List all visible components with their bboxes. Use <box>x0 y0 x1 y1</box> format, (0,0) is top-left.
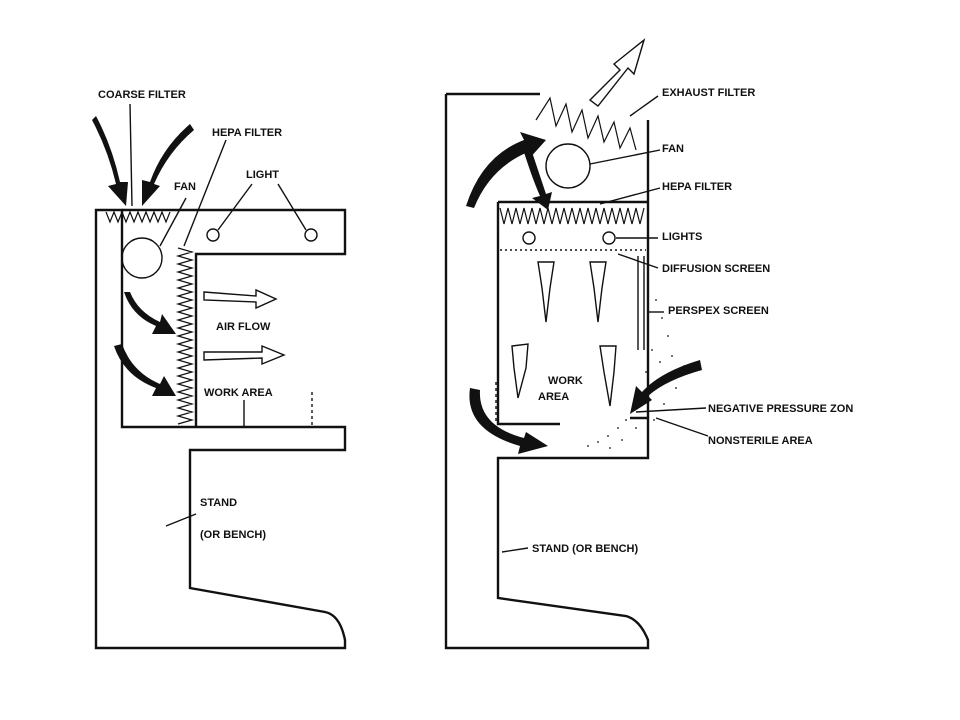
left-inner-arrow-2 <box>114 344 176 396</box>
left-light-leader-1 <box>217 183 253 231</box>
right-light-2 <box>602 231 616 245</box>
right-cabinet <box>444 38 709 650</box>
right-stand-leader <box>501 547 529 553</box>
right-label-hepa-filter: HEPA FILTER <box>662 181 732 193</box>
right-recirc-arrow-bottom <box>469 388 548 454</box>
left-light-2 <box>304 228 318 242</box>
right-hepa-filter <box>499 207 645 225</box>
right-label-lights: LIGHTS <box>662 231 702 243</box>
right-label-stand: STAND (OR BENCH) <box>532 543 638 555</box>
right-label-perspex-screen: PERSPEX SCREEN <box>668 305 769 317</box>
left-inflow-arrow-2 <box>142 124 194 206</box>
right-negative-leader <box>635 407 707 413</box>
left-light-leader-2 <box>277 183 307 231</box>
right-exhaust-leader <box>629 95 659 117</box>
left-fan-leader <box>159 197 187 247</box>
right-cabinet-outline <box>444 92 650 650</box>
right-down-arrow-3 <box>511 343 529 399</box>
right-diffusion-leader <box>617 253 659 269</box>
left-inflow-arrow-1 <box>92 116 128 206</box>
left-label-air-flow: AIR FLOW <box>216 321 271 333</box>
left-hepa-leader <box>183 139 227 247</box>
right-fan <box>545 143 591 189</box>
right-down-arrow-1 <box>537 261 555 323</box>
right-recirc-arrow-fan <box>522 146 552 210</box>
right-label-diffusion-screen: DIFFUSION SCREEN <box>662 263 770 275</box>
left-airflow-arrow-2 <box>203 344 286 366</box>
right-inflow-arrow <box>630 360 702 414</box>
right-label-work: WORK <box>548 375 583 387</box>
right-label-fan: FAN <box>662 143 684 155</box>
left-label-stand: STAND <box>200 497 237 509</box>
left-label-fan: FAN <box>174 181 196 193</box>
left-airflow-arrow-1 <box>203 288 278 310</box>
left-cabinet-outline <box>94 208 347 650</box>
right-down-arrow-2 <box>589 261 607 323</box>
right-work-chamber <box>496 202 560 426</box>
left-stand-leader <box>165 513 197 527</box>
right-label-area: AREA <box>538 391 569 403</box>
left-hood-outline <box>122 208 347 427</box>
left-inner-arrow-1 <box>124 292 176 334</box>
right-nonsterile-leader <box>655 417 709 437</box>
right-label-negative-pressure-zone: NEGATIVE PRESSURE ZON <box>708 403 853 415</box>
left-label-work-area: WORK AREA <box>204 387 273 399</box>
right-label-nonsterile-area: NONSTERILE AREA <box>708 435 813 447</box>
left-light-1 <box>206 228 220 242</box>
right-light-1 <box>522 231 536 245</box>
left-label-coarse-filter: COARSE FILTER <box>98 89 186 101</box>
right-perspex-screen <box>637 256 645 350</box>
left-cabinet <box>92 103 347 650</box>
left-coarse-filter-leader <box>129 103 133 207</box>
right-down-arrow-4 <box>599 345 617 407</box>
right-hepa-leader <box>599 187 661 205</box>
left-label-hepa-filter: HEPA FILTER <box>212 127 282 139</box>
right-fan-leader <box>589 149 661 165</box>
right-label-exhaust-filter: EXHAUST FILTER <box>662 87 755 99</box>
left-coarse-filter <box>105 210 171 224</box>
left-label-light: LIGHT <box>246 169 279 181</box>
left-label-or-bench: (OR BENCH) <box>200 529 266 541</box>
left-hepa-filter <box>175 247 195 425</box>
left-fan <box>121 237 163 279</box>
right-exhaust-arrow <box>588 38 646 107</box>
right-exhaust-filter <box>535 96 637 151</box>
